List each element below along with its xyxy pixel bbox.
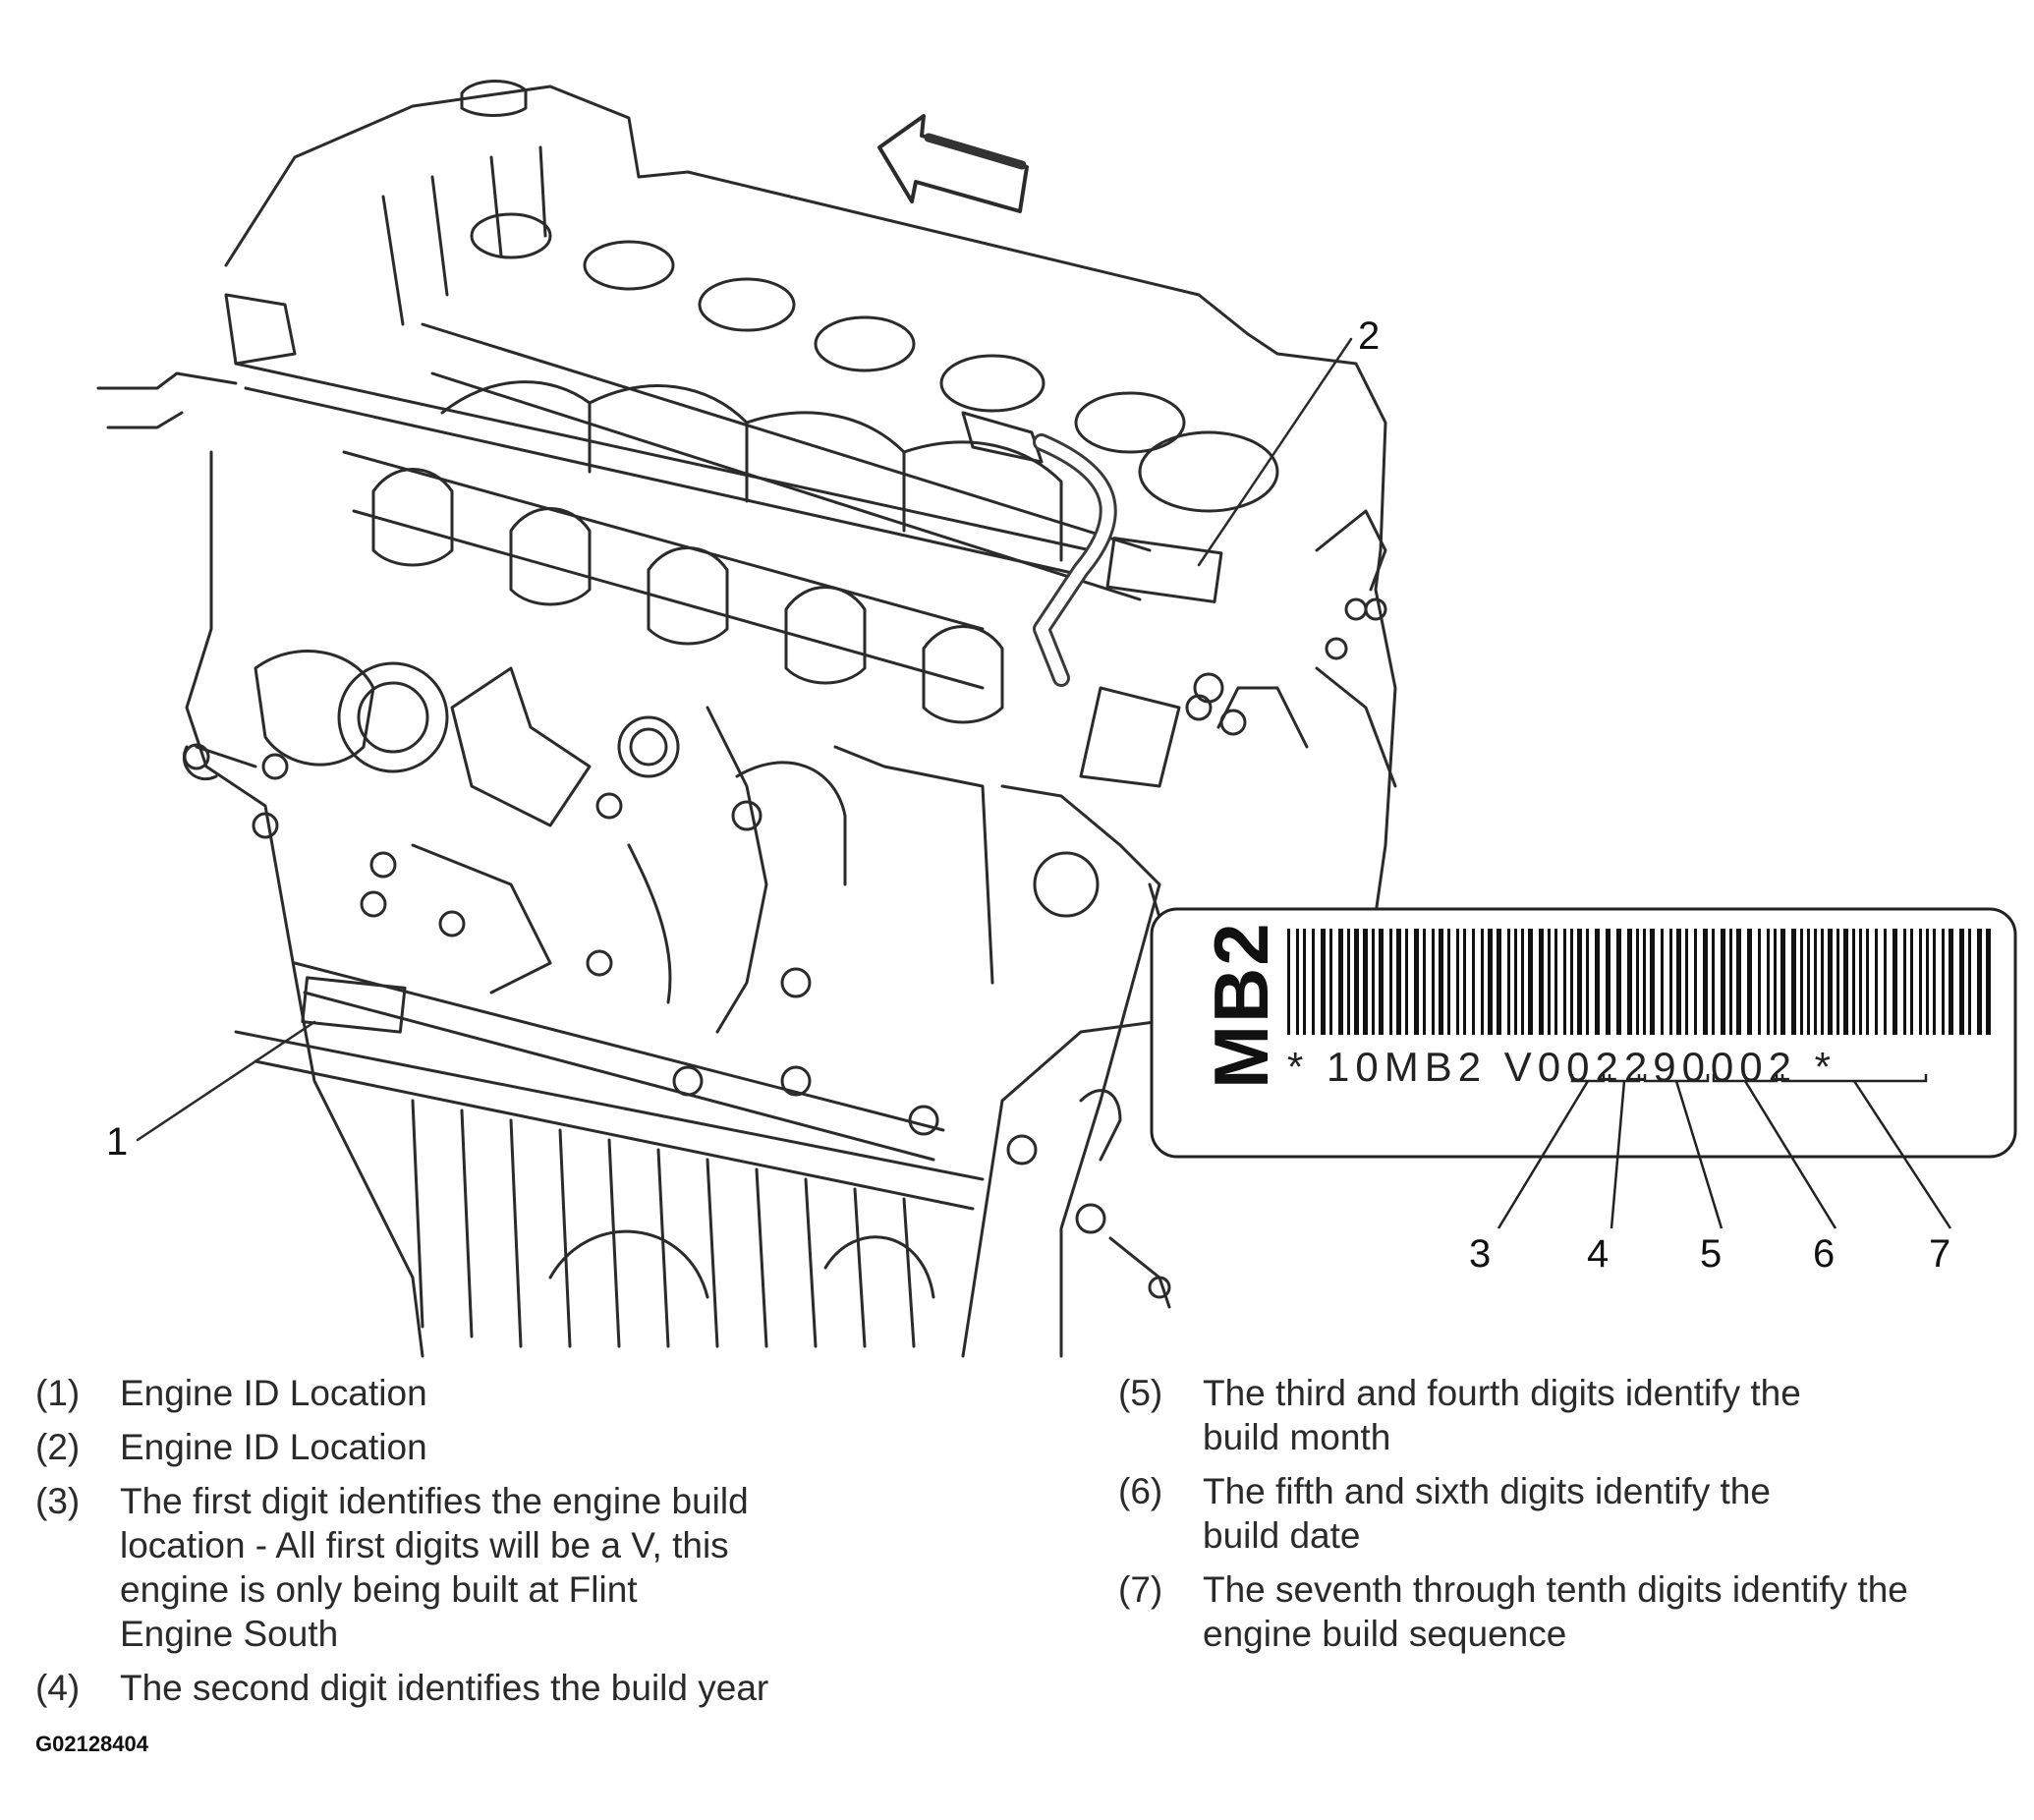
legend-item-number: (6) (1118, 1471, 1163, 1511)
callout-1: 1 (106, 1120, 129, 1164)
barcode-graphic (1150, 907, 2017, 1229)
legend-item-text: The fifth and sixth digits identify the … (1203, 1471, 1771, 1556)
engine-id-location-2 (1105, 537, 1223, 603)
barcode-bars (1287, 929, 1991, 1035)
callout-5: 5 (1700, 1232, 1723, 1276)
legend-item-number: (7) (1118, 1569, 1163, 1610)
legend-item: (2) Engine ID Location (35, 1425, 900, 1469)
legend-item-text: Engine ID Location (120, 1373, 427, 1413)
callout-4: 4 (1587, 1232, 1610, 1276)
legend-item-number: (3) (35, 1481, 81, 1521)
legend-item-text: The seventh through tenth digits identif… (1203, 1569, 1908, 1654)
legend-item: (7) The seventh through tenth digits iden… (1118, 1567, 2003, 1656)
legend-item-text: The first digit identifies the engine bu… (120, 1481, 749, 1654)
legend-item: (6) The fifth and sixth digits identify t… (1118, 1469, 2003, 1558)
callout-3: 3 (1469, 1232, 1492, 1276)
legend-item-text: The third and fourth digits identify the… (1203, 1373, 1801, 1457)
legend-left: (1) Engine ID Location (2) Engine ID Locati… (35, 1371, 900, 1720)
legend-item: (3) The first digit identifies the engine… (35, 1479, 900, 1656)
leader-line-2 (1197, 337, 1353, 567)
barcode-side-label: MB2 (1198, 921, 1284, 1089)
figure-code: G02128404 (35, 1732, 148, 1756)
callout-7: 7 (1929, 1232, 1951, 1276)
legend-item-number: (2) (35, 1427, 81, 1467)
legend-item-number: (4) (35, 1668, 81, 1708)
legend-item: (5) The third and fourth digits identify … (1118, 1371, 2003, 1459)
callout-6: 6 (1813, 1232, 1836, 1276)
engine-drawing (96, 80, 1397, 1358)
legend-right: (5) The third and fourth digits identify … (1118, 1371, 2003, 1666)
barcode-code: * 10MB2 V002290002 * (1287, 1044, 1837, 1090)
direction-arrow-icon (877, 114, 1029, 213)
legend-item: (1) Engine ID Location (35, 1371, 900, 1415)
legend-item-number: (1) (35, 1373, 81, 1413)
legend-item-text: Engine ID Location (120, 1427, 427, 1467)
engine-id-location-1 (301, 976, 407, 1034)
leader-line-1 (136, 1020, 316, 1142)
legend-item-text: The second digit identifies the build ye… (120, 1668, 769, 1708)
legend-item-number: (5) (1118, 1373, 1163, 1413)
digit-brackets (1497, 1074, 1952, 1229)
legend-item: (4) The second digit identifies the build… (35, 1666, 900, 1710)
callout-2: 2 (1358, 314, 1381, 358)
